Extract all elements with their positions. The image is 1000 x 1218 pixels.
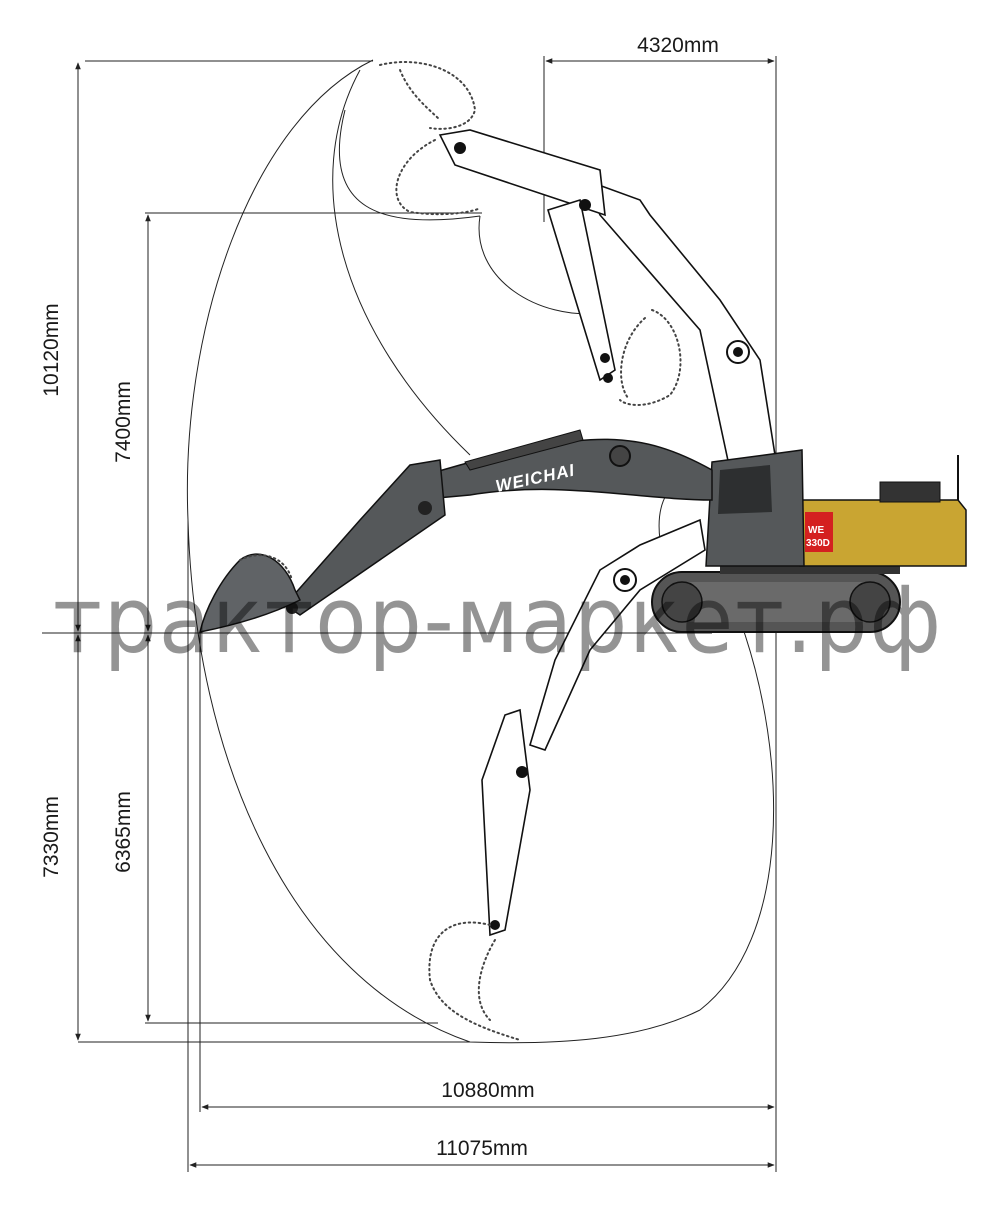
raised-boom-outline [379,61,776,472]
dim-label-max-dump-height: 7400mm [112,381,135,463]
excavator: WE 330D WEICHAI [199,429,967,633]
dim-label-top-reach: 4320mm [637,34,719,57]
dim-label-ground-reach: 10880mm [441,1079,534,1102]
dim-label-max-dig-depth: 7330mm [40,796,63,878]
lowered-boom-outline [428,518,706,1041]
dim-label-max-dig-height: 10120mm [40,303,63,396]
dim-label-max-reach: 11075mm [436,1137,528,1160]
watermark: трактор-маркет.рф [53,567,943,674]
dimension-lines [75,58,775,1168]
arm [283,459,446,616]
dim-label-vertical-wall-depth: 6365mm [112,791,135,873]
dimension-labels: 4320mm 10120mm 7400mm 7330mm 6365mm 1088… [40,34,719,1160]
model-label-line1: WE [808,525,824,536]
model-label-line2: 330D [806,538,830,549]
